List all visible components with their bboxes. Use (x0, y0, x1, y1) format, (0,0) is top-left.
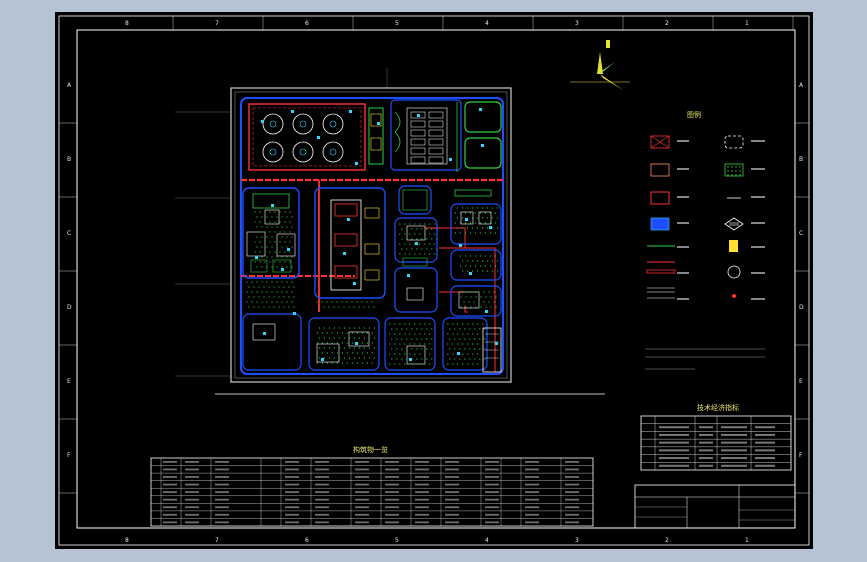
equipment-marker (485, 310, 488, 313)
tank-group (262, 113, 344, 163)
legend-yellow-symbol (729, 240, 738, 252)
legend-water-symbol (650, 217, 670, 231)
tech-table-title: 技术经济指标 (697, 403, 739, 412)
zone-letter-left: C (67, 230, 71, 237)
sedimentation-tank-area (248, 103, 366, 171)
title-block (634, 484, 796, 529)
zone-number-top: 3 (575, 20, 579, 27)
equipment-marker (321, 358, 324, 361)
zone-number-bottom: 2 (665, 537, 669, 544)
inner-frame (76, 29, 796, 529)
zone-letters-side: A A B B C C D D E E F F (59, 82, 809, 494)
equipment-marker (415, 242, 418, 245)
zone-number-top: 5 (395, 20, 399, 27)
equipment-marker (479, 108, 482, 111)
equipment-marker (255, 256, 258, 259)
zone-number-bottom: 3 (575, 537, 579, 544)
zone-number-top: 6 (305, 20, 309, 27)
site-plan-drawing: 1 1 2 2 3 3 4 4 5 5 6 6 7 7 8 8 A A B B C C D D E E F F (58, 15, 810, 546)
equipment-marker (481, 144, 484, 147)
equipment-marker (417, 114, 420, 117)
equipment-marker (355, 342, 358, 345)
zone-letter-right: D (799, 304, 804, 311)
zone-number-bottom: 1 (745, 537, 749, 544)
tank (292, 141, 314, 163)
equipment-marker (271, 204, 274, 207)
site-plan (175, 68, 605, 395)
tank (292, 113, 314, 135)
equipment-marker (495, 342, 498, 345)
filter-building (390, 99, 462, 171)
zone-letter-left: E (67, 378, 71, 385)
equipment-marker (355, 162, 358, 165)
zone-letter-left: F (67, 452, 71, 459)
equipment-markers (255, 108, 498, 361)
equipment-marker (263, 332, 266, 335)
tech-economic-table: 技术经济指标 (640, 403, 792, 471)
tank (322, 141, 344, 163)
structures-table-title: 构筑物一览 (353, 445, 388, 454)
zone-number-top: 2 (665, 20, 669, 27)
zone-letter-left: D (67, 304, 72, 311)
equipment-marker (293, 312, 296, 315)
equipment-marker (353, 282, 356, 285)
equipment-marker (489, 226, 492, 229)
office-building-block (242, 187, 300, 279)
legend-title: 图例 (687, 110, 701, 119)
equipment-marker (409, 358, 412, 361)
cad-drawing-sheet: 1 1 2 2 3 3 4 4 5 5 6 6 7 7 8 8 A A B B C C D D E E F F (55, 12, 813, 549)
equipment-marker (407, 274, 410, 277)
tank (262, 113, 284, 135)
zone-number-top: 7 (215, 20, 219, 27)
zone-number-bottom: 6 (305, 537, 309, 544)
equipment-marker (377, 122, 380, 125)
zone-number-bottom: 7 (215, 537, 219, 544)
equipment-marker (291, 110, 294, 113)
zone-letter-right: A (799, 82, 804, 89)
legend-existing-symbol (650, 163, 670, 177)
outer-frame (58, 15, 810, 546)
zone-letter-left: B (67, 156, 71, 163)
tank (262, 141, 284, 163)
zone-number-bottom: 8 (125, 537, 129, 544)
equipment-marker (459, 244, 462, 247)
zone-number-top: 8 (125, 20, 129, 27)
legend-panel: 图例 (645, 110, 765, 370)
equipment-marker (261, 120, 264, 123)
zone-number-top: 1 (745, 20, 749, 27)
zone-letter-right: F (799, 452, 803, 459)
equipment-marker (349, 110, 352, 113)
legend-symbols (646, 135, 765, 300)
equipment-marker (343, 252, 346, 255)
structures-table: 构筑物一览 (150, 445, 594, 527)
equipment-marker (281, 268, 284, 271)
notes-block (645, 348, 765, 370)
equipment-marker (465, 218, 468, 221)
equipment-marker (469, 272, 472, 275)
zone-letter-right: C (799, 230, 803, 237)
zone-letter-right: E (799, 378, 803, 385)
zone-number-bottom: 4 (485, 537, 489, 544)
north-arrow-icon (570, 40, 630, 90)
equipment-marker (287, 248, 290, 251)
equipment-marker (347, 218, 350, 221)
zone-letter-left: A (67, 82, 72, 89)
zone-number-top: 4 (485, 20, 489, 27)
zone-number-bottom: 5 (395, 537, 399, 544)
zone-numbers-top: 1 1 2 2 3 3 4 4 5 5 6 6 7 7 8 8 (125, 16, 794, 544)
legend-new-symbol (650, 191, 670, 205)
legend-demolish-symbol (650, 135, 670, 149)
equipment-marker (317, 136, 320, 139)
zone-letter-right: B (799, 156, 803, 163)
equipment-marker (457, 352, 460, 355)
tank (322, 113, 344, 135)
central-building-block (314, 187, 386, 299)
equipment-marker (449, 158, 452, 161)
greenery-hatching (246, 207, 499, 365)
